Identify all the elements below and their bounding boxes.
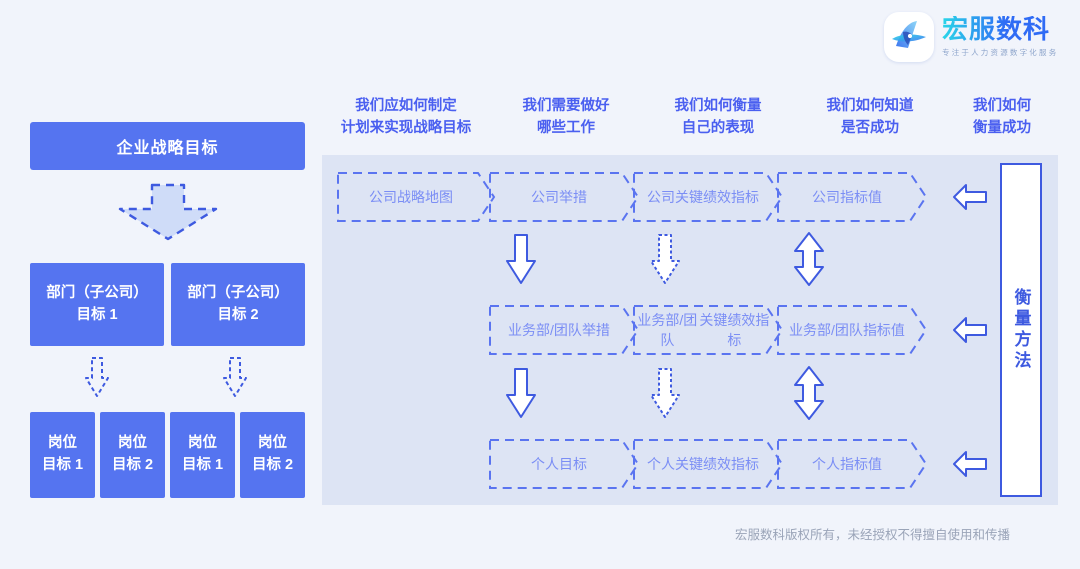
- solid-down-arrow-icon: [504, 233, 538, 285]
- chevron-label: 业务部/团队关键绩效指标: [637, 311, 770, 348]
- chevron-company-initiatives[interactable]: 公司举措: [488, 171, 640, 223]
- chevron-company-kpi[interactable]: 公司关键绩效指标: [632, 171, 784, 223]
- job-label-line1: 岗位: [188, 435, 217, 452]
- chevron-label: 业务部/团队指标值: [789, 321, 905, 338]
- chevron-label: 个人目标: [531, 455, 587, 472]
- job-label-line1: 岗位: [48, 435, 77, 452]
- chevron-bu-initiatives[interactable]: 业务部/团队举措: [488, 304, 640, 356]
- job-label-line1: 岗位: [258, 435, 287, 452]
- dashed-down-arrow-icon: [84, 356, 110, 398]
- dashed-down-arrow-icon: [648, 367, 682, 419]
- job-label-line2: 目标 2: [111, 457, 154, 473]
- solid-down-arrow-icon: [504, 367, 538, 419]
- left-arrow-icon: [952, 182, 988, 212]
- chevron-label: 个人指标值: [812, 455, 882, 472]
- department-label-line1: 部门（子公司）: [187, 284, 289, 301]
- column-header-4: 我们如何知道是否成功: [826, 98, 914, 136]
- chevron-label: 个人关键绩效指标: [647, 455, 759, 472]
- chevron-label: 业务部/团队举措: [508, 321, 610, 338]
- measure-method-bar: 衡量方法: [1000, 163, 1042, 497]
- brand-logo: 宏服数科 专注于人力资源数字化服务: [884, 8, 1070, 66]
- column-header-3: 我们如何衡量自己的表现: [674, 98, 762, 136]
- column-headers: 我们应如何制定计划来实现战略目标 我们需要做好哪些工作 我们如何衡量自己的表现 …: [322, 96, 1058, 146]
- matrix-panel: 公司战略地图 公司举措 公司关键绩效指标 公司指标值: [322, 155, 1058, 505]
- solid-updown-arrow-icon: [792, 231, 826, 286]
- chevron-company-metric-value[interactable]: 公司指标值: [776, 171, 928, 223]
- measure-method-label: 衡量方法: [1011, 288, 1031, 372]
- company-row: 公司战略地图 公司举措 公司关键绩效指标 公司指标值: [322, 171, 1058, 223]
- chevron-label: 公司指标值: [812, 188, 882, 205]
- dashed-down-arrow-icon: [222, 356, 248, 398]
- chevron-individual-metric-value[interactable]: 个人指标值: [776, 438, 928, 490]
- job-goal-box-4: 岗位 目标 2: [240, 412, 305, 498]
- strategy-goal-box: 企业战略目标: [30, 122, 305, 170]
- job-label-line2: 目标 1: [181, 457, 224, 473]
- job-goal-box-2: 岗位 目标 2: [100, 412, 165, 498]
- job-label-line2: 目标 1: [41, 457, 84, 473]
- individual-row: 个人目标 个人关键绩效指标 个人指标值: [322, 438, 1058, 490]
- brand-title: 宏服数科: [942, 16, 1058, 44]
- chevron-company-strategy-map[interactable]: 公司战略地图: [336, 171, 496, 223]
- chevron-bu-kpi[interactable]: 业务部/团队关键绩效指标: [632, 304, 784, 356]
- chevron-label: 公司举措: [531, 188, 587, 205]
- department-row: 部门（子公司） 目标 1 部门（子公司） 目标 2: [30, 263, 305, 346]
- department-label-line2: 目标 2: [217, 306, 259, 323]
- chevron-label: 公司战略地图: [369, 188, 453, 205]
- dashed-down-arrow-icon: [116, 183, 220, 241]
- brand-subtitle: 专注于人力资源数字化服务: [942, 47, 1059, 57]
- department-box-1: 部门（子公司） 目标 1: [30, 263, 164, 346]
- column-header-5: 我们如何衡量成功: [973, 98, 1031, 136]
- column-header-2: 我们需要做好哪些工作: [522, 98, 610, 136]
- company-logo-icon: [884, 12, 934, 62]
- left-arrow-icon: [952, 449, 988, 479]
- department-label-line1: 部门（子公司）: [46, 284, 148, 301]
- dashed-down-arrow-icon: [648, 233, 682, 285]
- chevron-bu-metric-value[interactable]: 业务部/团队指标值: [776, 304, 928, 356]
- job-goal-box-1: 岗位 目标 1: [30, 412, 95, 498]
- copyright-footer: 宏服数科版权所有，未经授权不得擅自使用和传播: [734, 528, 1010, 542]
- business-unit-row: 业务部/团队举措 业务部/团队关键绩效指标 业务部/团队指标值: [322, 304, 1058, 356]
- job-label-line1: 岗位: [118, 435, 147, 452]
- solid-updown-arrow-icon: [792, 365, 826, 420]
- department-box-2: 部门（子公司） 目标 2: [171, 263, 305, 346]
- left-arrow-icon: [952, 315, 988, 345]
- chevron-individual-kpi[interactable]: 个人关键绩效指标: [632, 438, 784, 490]
- job-goal-box-3: 岗位 目标 1: [170, 412, 235, 498]
- chevron-individual-goal[interactable]: 个人目标: [488, 438, 640, 490]
- column-header-1: 我们应如何制定计划来实现战略目标: [340, 98, 472, 136]
- job-goal-row: 岗位 目标 1 岗位 目标 2 岗位 目标 1 岗位 目标 2: [30, 412, 305, 498]
- job-label-line2: 目标 2: [251, 457, 294, 473]
- department-label-line2: 目标 1: [76, 306, 118, 323]
- chevron-label: 公司关键绩效指标: [647, 188, 759, 205]
- department-to-job-connectors: [30, 356, 305, 400]
